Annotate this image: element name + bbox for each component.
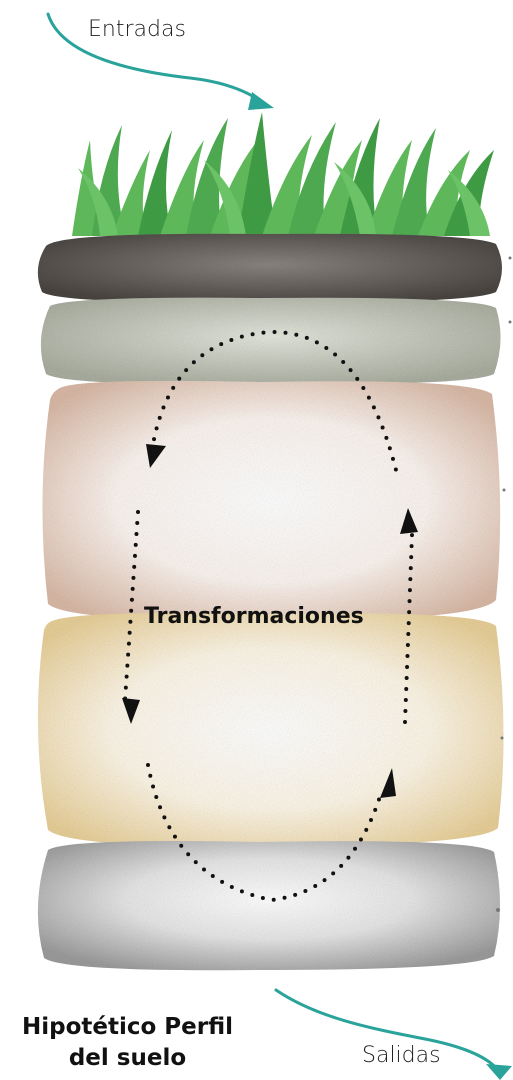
layer-topsoil [38, 234, 502, 303]
inputs-arrowhead [248, 92, 274, 110]
layer-pink [42, 381, 500, 620]
grass-icon [72, 112, 494, 236]
layer-bottom [38, 841, 500, 970]
diagram-title-line2: del suelo [0, 1043, 255, 1074]
diagram-title-line1: Hipotético Perfil [0, 1012, 255, 1043]
inputs-label: Entradas [88, 17, 186, 42]
outputs-arrowhead [486, 1064, 512, 1080]
layer-subsoil [41, 298, 501, 385]
layer-yellow [38, 613, 504, 846]
outputs-label: Salidas [362, 1043, 441, 1068]
transformations-label: Transformaciones [144, 604, 364, 629]
soil-layers [38, 234, 504, 971]
